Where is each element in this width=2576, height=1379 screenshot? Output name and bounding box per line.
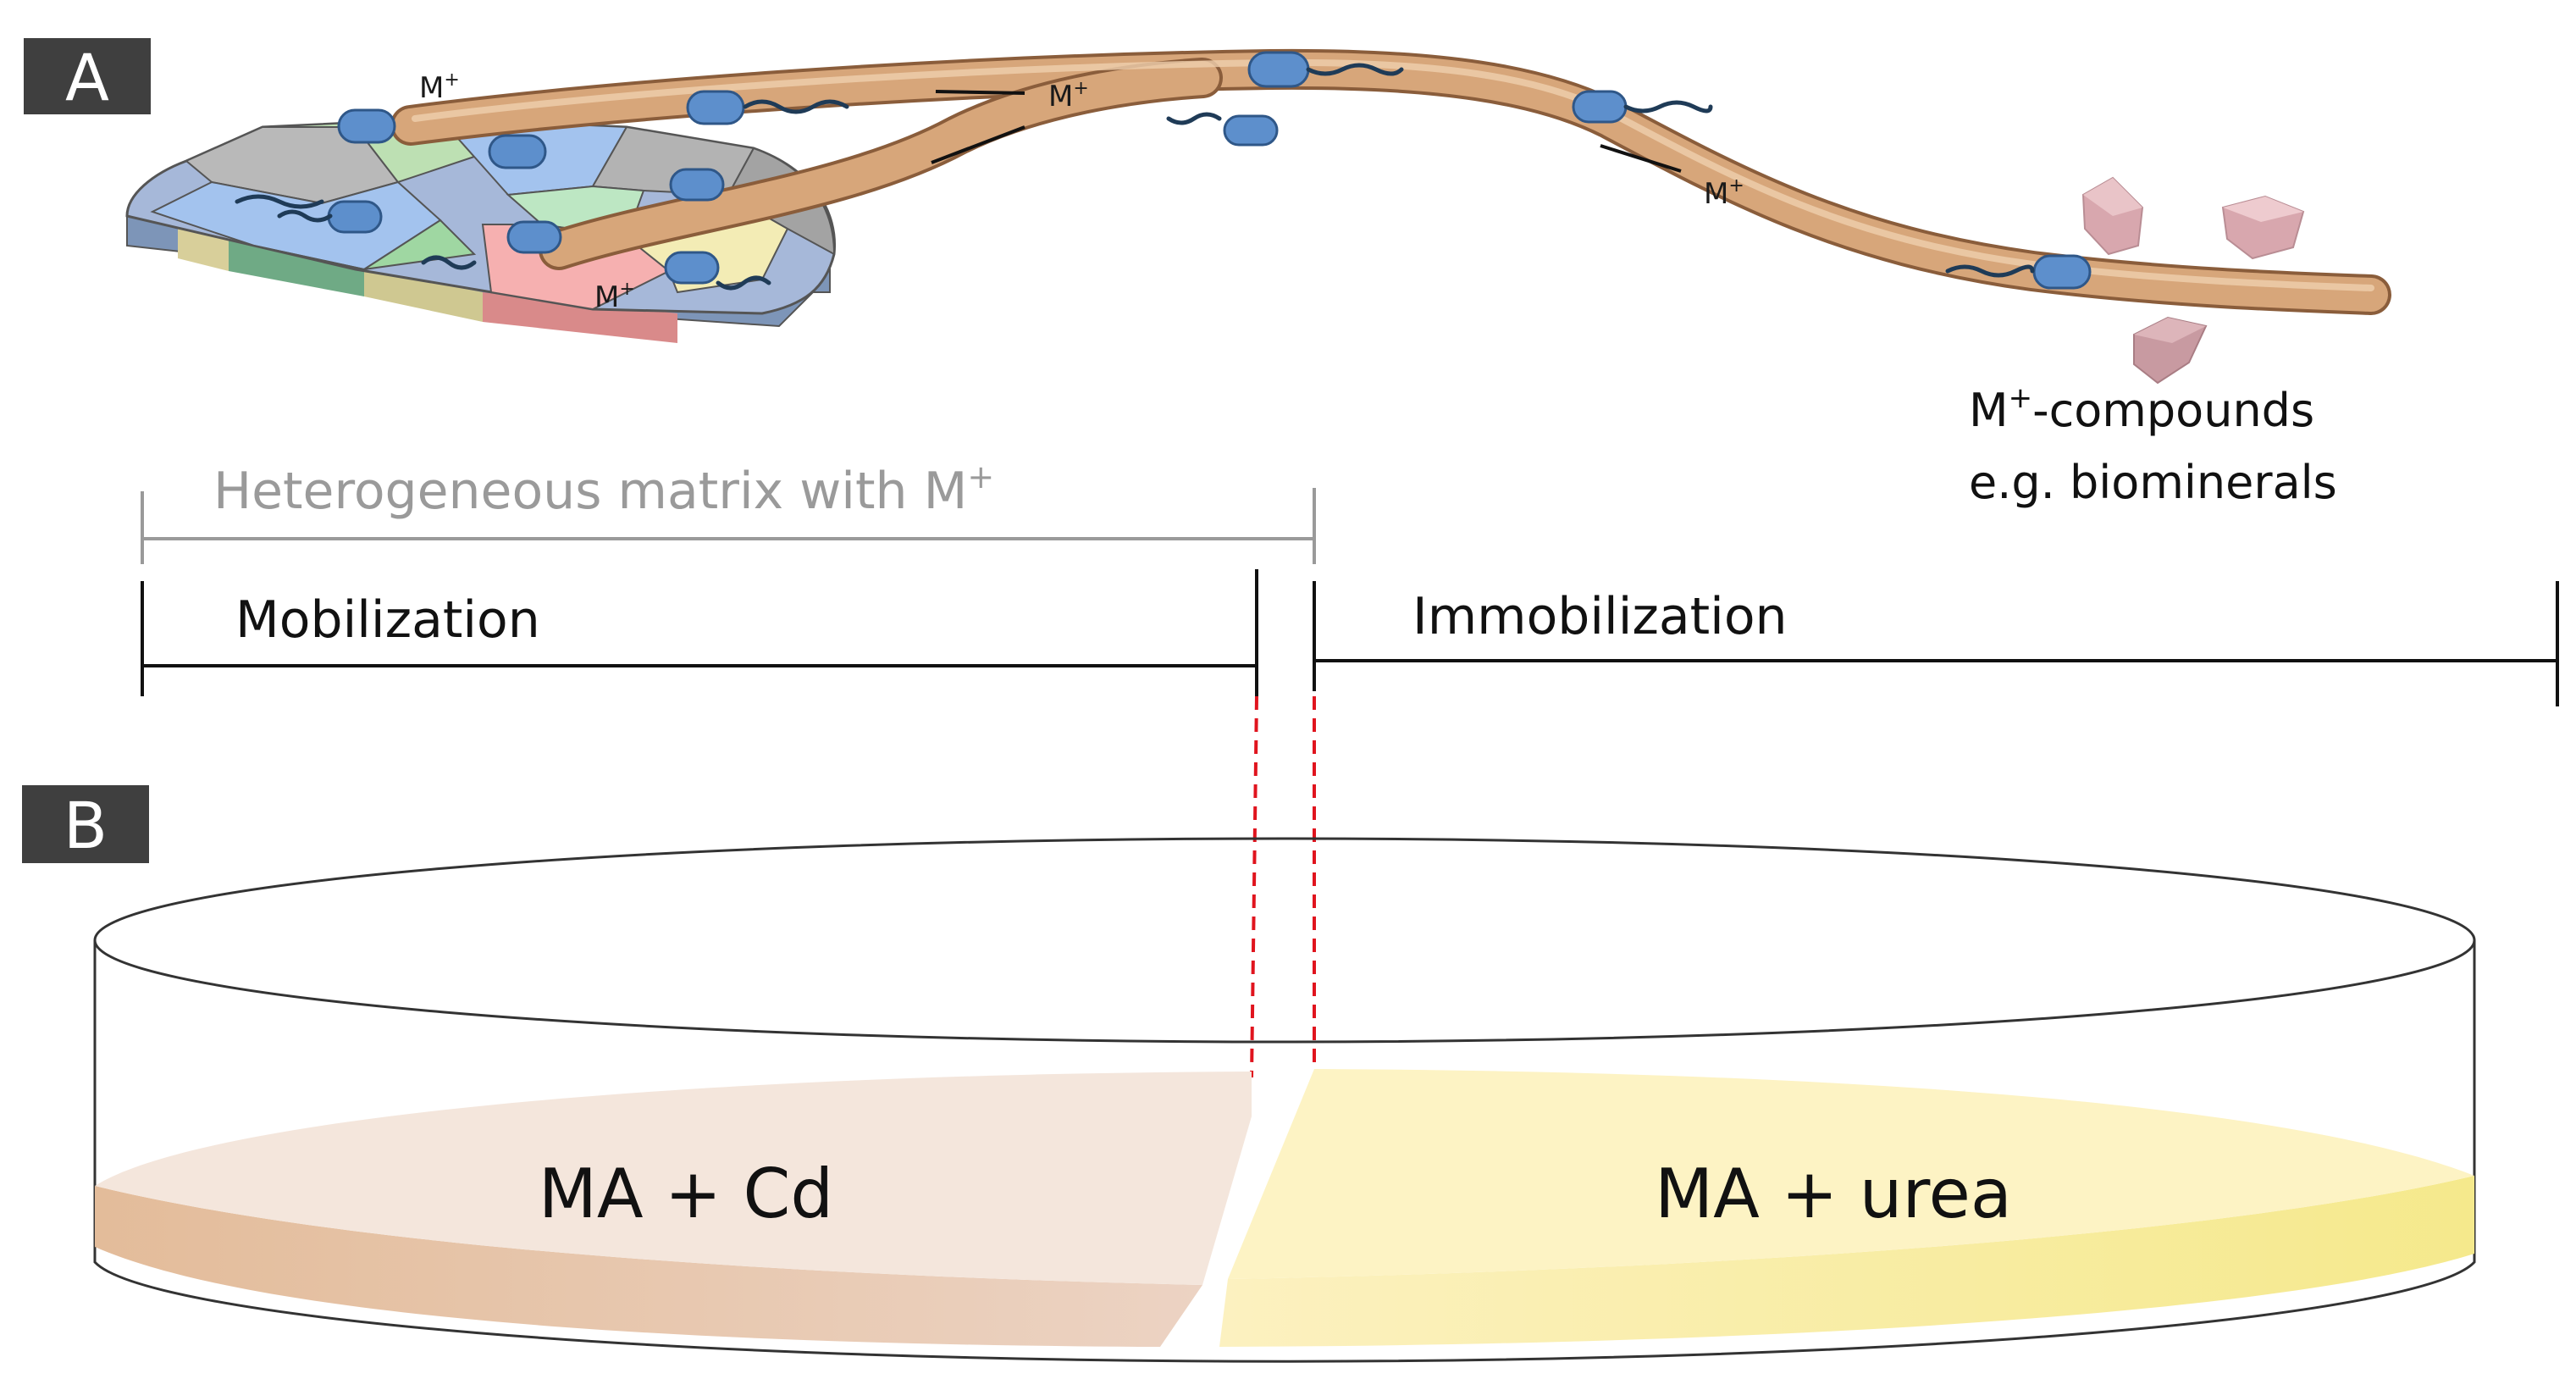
matrix-side-yellow <box>178 229 229 271</box>
bacterium <box>1572 90 1628 124</box>
immobilization-bracket <box>1313 581 2559 706</box>
immobilization-label: Immobilization <box>1412 587 1788 646</box>
ion-label: M+ <box>1048 78 1089 114</box>
ion-label: M+ <box>419 69 460 105</box>
mobilization-label: Mobilization <box>235 590 540 650</box>
label-pointers <box>931 90 1682 173</box>
crystal <box>2221 195 2305 260</box>
panel-b-label-box <box>22 785 149 863</box>
panel-b: B MA + Cd MA + urea <box>22 785 2476 1363</box>
flagellum <box>235 194 324 209</box>
matrix-side-yellow-2 <box>364 269 483 322</box>
heterogeneous-matrix <box>125 117 837 343</box>
cation-labels: M+ M+ M+ M+ <box>419 69 1744 314</box>
urea-agar-side <box>1219 1176 2474 1347</box>
ion-label: M+ <box>1704 175 1744 211</box>
pointer-line <box>935 90 1025 95</box>
compounds-label-line2: e.g. biominerals <box>1969 456 2337 509</box>
bacterium <box>337 108 396 144</box>
flagellum <box>1306 63 1404 76</box>
flagellum <box>421 255 477 270</box>
ion-label: M+ <box>594 279 635 314</box>
matrix-side-pink <box>483 292 677 343</box>
hypha-branch-fill <box>542 61 1219 267</box>
cd-agar-side <box>95 1186 1202 1347</box>
flagellum <box>1623 100 1713 114</box>
boundary-markers <box>1250 695 1316 1078</box>
biomineral-crystals <box>2081 176 2305 385</box>
matrix-side-green <box>229 237 364 296</box>
pointer-line <box>1600 144 1682 173</box>
cd-agar-half <box>95 1072 1252 1347</box>
panel-a-label: A <box>65 40 109 115</box>
bacterium <box>327 200 383 234</box>
bacterium <box>506 220 562 254</box>
bacterium <box>669 168 725 202</box>
urea-agar-half <box>1219 1069 2474 1347</box>
compounds-label-line1: M+-compounds <box>1969 381 2314 437</box>
crystal <box>2133 316 2208 385</box>
urea-agar-surface <box>1228 1069 2474 1279</box>
cd-agar-surface <box>95 1072 1252 1285</box>
flagellum <box>1166 112 1222 125</box>
panel-a-label-box <box>24 38 151 114</box>
panel-b-label: B <box>64 788 108 863</box>
petri-dish-rim <box>93 837 2476 1044</box>
pointer-line <box>931 125 1025 164</box>
bacteria <box>327 51 2092 290</box>
panel-a: A <box>24 38 2559 706</box>
mobilization-bracket <box>141 569 1258 696</box>
matrix-bracket <box>141 488 1316 564</box>
bacterium <box>664 251 720 285</box>
flagellum <box>716 275 771 291</box>
petri-dish-outline <box>93 940 2476 1363</box>
bacterium <box>488 134 547 169</box>
flagellum <box>743 99 849 114</box>
matrix-patch-green-3 <box>253 219 477 271</box>
bacterium <box>686 90 745 125</box>
boundary-left <box>1250 695 1258 1078</box>
urea-medium-label: MA + urea <box>1655 1155 2012 1233</box>
flagellum <box>277 209 333 223</box>
flagella <box>235 63 2035 291</box>
flagellum <box>1945 264 2035 278</box>
bacterium <box>1247 51 1310 88</box>
crystal <box>2081 176 2144 256</box>
bacterium <box>1223 114 1279 147</box>
bacterium <box>2032 254 2092 290</box>
cd-medium-label: MA + Cd <box>539 1155 833 1233</box>
matrix-label: Heterogeneous matrix with M+ <box>213 458 994 521</box>
